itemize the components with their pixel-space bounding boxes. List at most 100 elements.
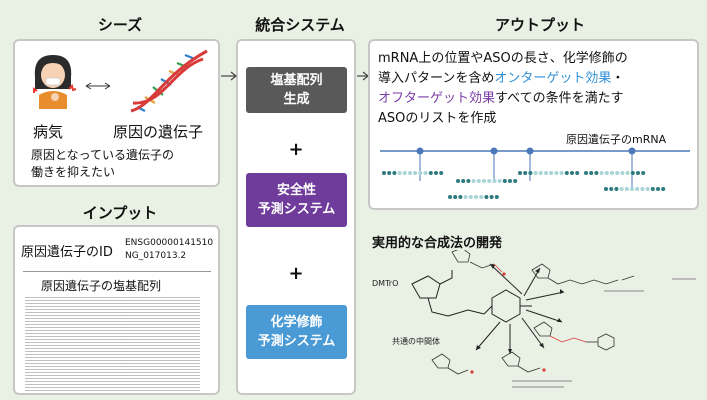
aso-nucleotide-dot [625, 171, 630, 175]
on-target-text: オンターゲット効果 [494, 71, 612, 86]
seeds-desc-line2: 働きを抑えたい [31, 165, 116, 179]
box3-line2: 予測システム [257, 334, 336, 349]
seeds-panel: 病気 原因の遺伝子 原因となっている遺伝子の 働きを抑えたい [13, 39, 220, 187]
dmtro-label: DMTrO [372, 279, 398, 288]
aso-nucleotide-dot [458, 195, 463, 199]
aso-nucleotide-dot [494, 195, 499, 199]
aso-nucleotide-dot [624, 187, 629, 191]
aso-nucleotide-dot [533, 171, 538, 175]
box1-line2: 生成 [283, 92, 310, 107]
aso-nucleotide-dot [528, 171, 533, 175]
aso-nucleotide-dot [489, 195, 494, 199]
output-line2: 導入パターンを含めオンターゲット効果・ [378, 69, 696, 89]
aso-nucleotide-dot [610, 171, 614, 175]
output-line2c: ・ [611, 71, 625, 86]
output-line4: ASOのリストを作成 [378, 111, 497, 126]
seeds-desc-line1: 原因となっている遺伝子の [31, 148, 175, 162]
integrated-system-panel: 塩基配列 生成 + 安全性 予測システム + 化学修飾 予測システム [236, 39, 356, 395]
aso-nucleotide-dot [630, 171, 635, 175]
aso-nucleotide-dot [482, 179, 486, 183]
off-target-text: オフターゲット効果 [378, 91, 496, 106]
aso-nucleotide-dot [549, 171, 554, 175]
output-line3b: すべての条件を満たす [495, 91, 624, 106]
input-title: インプット [82, 204, 158, 222]
sick-person-icon [33, 55, 77, 109]
input-panel: 原因遺伝子のID ENSG00000141510 NG_017013.2 原因遺… [13, 225, 220, 395]
aso-nucleotide-dot [463, 195, 468, 199]
divider [23, 271, 211, 272]
gene-id-ng: NG_017013.2 [125, 251, 187, 261]
aso-nucleotide-dot [645, 187, 650, 191]
aso-nucleotide-dot [570, 171, 574, 175]
aso-nucleotide-dot [508, 179, 512, 183]
aso-nucleotide-dot [564, 171, 569, 175]
plus-sign-2: + [288, 263, 304, 284]
aso-nucleotide-dot [599, 171, 604, 175]
aso-nucleotide-dot [479, 195, 484, 199]
aso-nucleotide-dot [471, 179, 476, 183]
aso-nucleotide-dot [456, 179, 460, 183]
gene-id-ensg: ENSG00000141510 [125, 238, 214, 248]
aso-nucleotide-dot [604, 171, 609, 175]
aso-nucleotide-dot [650, 187, 655, 191]
aso-nucleotide-dot [497, 179, 502, 183]
aso-nucleotide-dot [641, 171, 646, 175]
aso-nucleotide-dot [453, 195, 458, 199]
output-line3: オフターゲット効果すべての条件を満たす [378, 89, 696, 109]
aso-nucleotide-dot [382, 171, 386, 175]
aso-nucleotide-dot [492, 179, 497, 183]
aso-nucleotide-dot [487, 179, 492, 183]
mrna-aso-diagram [380, 147, 690, 199]
aso-nucleotide-dot [434, 171, 438, 175]
aso-nucleotide-dot [594, 171, 599, 175]
output-line1: mRNA上の位置やASOの長さ、化学修飾の [378, 51, 628, 66]
aso-nucleotide-dot [402, 171, 407, 175]
intermediate-label: 共通の中間体 [392, 336, 440, 346]
output-panel: mRNA上の位置やASOの長さ、化学修飾の 導入パターンを含めオンターゲット効果… [368, 39, 699, 210]
aso-nucleotide-dot [466, 179, 471, 183]
dna-icon [130, 49, 208, 113]
sequence-text-block [25, 297, 200, 391]
arrow-right-icon [221, 71, 237, 81]
aso-nucleotide-dot [589, 171, 594, 175]
aso-nucleotide-dot [397, 171, 402, 175]
aso-nucleotide-dot [502, 179, 507, 183]
aso-nucleotide-dot [523, 171, 528, 175]
gene-label: 原因の遺伝子 [113, 123, 204, 141]
box2-line1: 安全性 [276, 183, 316, 198]
aso-nucleotide-dot [418, 171, 423, 175]
box2-line2: 予測システム [257, 202, 336, 217]
sequence-generation-box: 塩基配列 生成 [246, 67, 347, 113]
aso-nucleotide-dot [636, 171, 640, 175]
aso-nucleotide-dot [428, 171, 433, 175]
aso-nucleotide-dot [609, 187, 614, 191]
disease-label: 病気 [33, 123, 64, 141]
aso-nucleotide-dot [387, 171, 392, 175]
aso-nucleotide-dot [461, 179, 466, 183]
aso-nucleotide-dot [656, 187, 660, 191]
aso-nucleotide-dot [584, 171, 588, 175]
plus-sign-1: + [288, 139, 304, 160]
aso-nucleotide-dot [538, 171, 543, 175]
aso-nucleotide-dot [630, 187, 634, 191]
box3-line1: 化学修飾 [270, 315, 323, 330]
safety-prediction-box: 安全性 予測システム [246, 173, 347, 227]
mrna-label: 原因遺伝子のmRNA [566, 133, 667, 146]
aso-nucleotide-dot [661, 187, 666, 191]
box1-line1: 塩基配列 [270, 73, 323, 88]
aso-nucleotide-dot [575, 171, 580, 175]
aso-nucleotide-dot [559, 171, 564, 175]
output-description: mRNA上の位置やASOの長さ、化学修飾の 導入パターンを含めオンターゲット効果… [378, 49, 696, 129]
mrna-markers [416, 147, 636, 191]
aso-nucleotide-dot [640, 187, 645, 191]
aso-nucleotide-dot [620, 171, 625, 175]
aso-nucleotide-dot [476, 179, 481, 183]
aso-nucleotide-dot [604, 187, 608, 191]
synthesis-structures-diagram: DMTrO 共通の中間体 [372, 250, 696, 388]
output-line2a: 導入パターンを含め [378, 71, 495, 86]
chemical-modification-box: 化学修飾 予測システム [246, 305, 347, 359]
aso-nucleotide-dot [448, 195, 452, 199]
aso-nucleotide-dot [439, 171, 444, 175]
aso-nucleotide-dot [408, 171, 412, 175]
aso-nucleotide-dot [413, 171, 418, 175]
